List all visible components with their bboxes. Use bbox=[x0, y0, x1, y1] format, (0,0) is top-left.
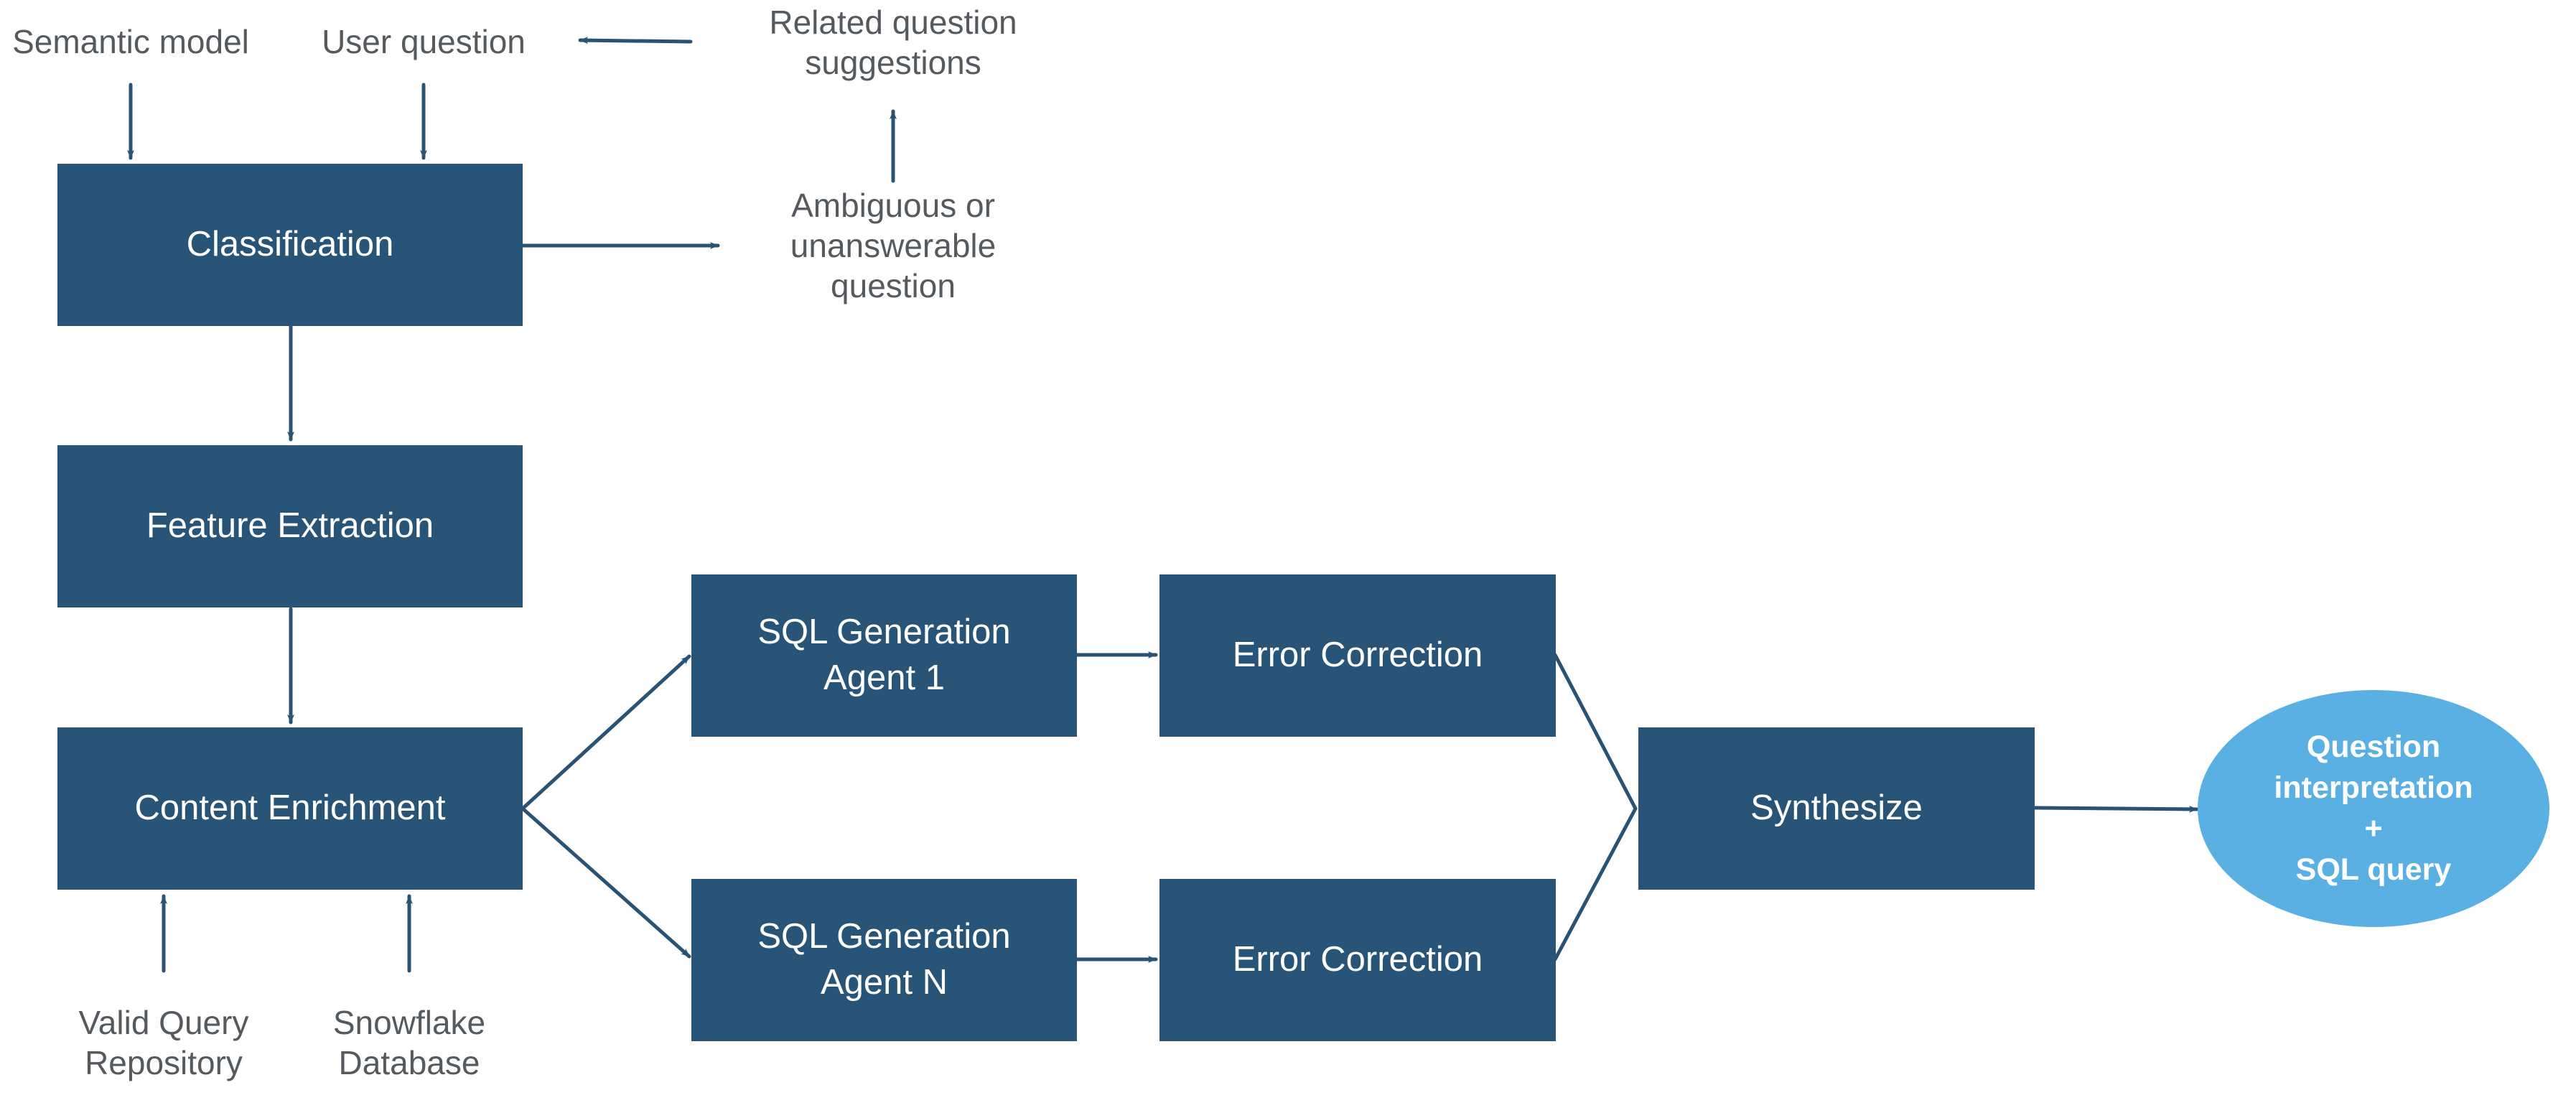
semantic-model-text: Semantic model bbox=[12, 23, 249, 60]
line-error-correction-n-to-synthesize bbox=[1553, 806, 1638, 961]
content-enrichment-box: Content Enrichment bbox=[57, 727, 523, 890]
related-suggestions-line-1: Related question bbox=[769, 4, 1017, 41]
sql-agent-n-box: SQL Generation Agent N bbox=[691, 879, 1077, 1041]
sql-agent-1-box: SQL Generation Agent 1 bbox=[691, 574, 1077, 737]
ambiguous-line-2: unanswerable bbox=[790, 227, 997, 265]
user-question-label: User question bbox=[309, 22, 538, 62]
feature-extraction-label: Feature Extraction bbox=[146, 506, 434, 546]
classification-box: Classification bbox=[57, 164, 523, 326]
line-error-correction-1-to-synthesize bbox=[1553, 653, 1638, 811]
error-correction-1-label: Error Correction bbox=[1232, 635, 1483, 675]
snowflake-db-line-2: Database bbox=[338, 1044, 480, 1082]
arrow-synthesize-to-output bbox=[2033, 805, 2199, 813]
related-suggestions-label: Related question suggestions bbox=[742, 2, 1044, 83]
user-question-text: User question bbox=[322, 23, 526, 60]
output-oval-text: Question interpretation + SQL query bbox=[2201, 694, 2546, 923]
related-suggestions-line-2: suggestions bbox=[805, 44, 981, 82]
sql-agent-n-label-line-1: SQL Generation bbox=[757, 917, 1011, 956]
content-enrichment-label: Content Enrichment bbox=[134, 788, 446, 828]
synthesize-box: Synthesize bbox=[1638, 727, 2035, 890]
classification-label: Classification bbox=[186, 225, 394, 264]
sql-agent-1-label-line-1: SQL Generation bbox=[757, 613, 1011, 652]
error-correction-1-box: Error Correction bbox=[1159, 574, 1556, 737]
valid-query-repo-label: Valid Query Repository bbox=[42, 1002, 286, 1083]
ambiguous-line-1: Ambiguous or bbox=[791, 187, 995, 224]
ambiguous-line-3: question bbox=[831, 267, 956, 305]
valid-query-repo-line-2: Repository bbox=[85, 1044, 243, 1082]
snowflake-db-label: Snowflake Database bbox=[302, 1002, 517, 1083]
error-correction-n-box: Error Correction bbox=[1159, 879, 1556, 1041]
sql-agent-n-label-line-2: Agent N bbox=[820, 963, 948, 1002]
synthesize-label: Synthesize bbox=[1750, 788, 1923, 828]
ambiguous-question-label: Ambiguous or unanswerable question bbox=[757, 185, 1030, 306]
arrow-content-enrichment-to-agent-n bbox=[521, 806, 691, 959]
output-line-2: interpretation bbox=[2274, 770, 2473, 805]
feature-extraction-box: Feature Extraction bbox=[57, 445, 523, 607]
semantic-model-label: Semantic model bbox=[9, 22, 253, 62]
output-line-1: Question bbox=[2306, 729, 2441, 764]
output-line-4: SQL query bbox=[2295, 852, 2452, 888]
arrow-suggestions-to-user-question bbox=[578, 37, 693, 45]
error-correction-n-label: Error Correction bbox=[1232, 940, 1483, 979]
snowflake-db-line-1: Snowflake bbox=[332, 1004, 486, 1041]
arrow-content-enrichment-to-agent-1 bbox=[521, 654, 691, 811]
output-line-3: + bbox=[2364, 811, 2383, 846]
sql-agent-1-label-line-2: Agent 1 bbox=[823, 658, 945, 697]
valid-query-repo-line-1: Valid Query bbox=[78, 1004, 249, 1041]
output-oval bbox=[2198, 690, 2549, 927]
